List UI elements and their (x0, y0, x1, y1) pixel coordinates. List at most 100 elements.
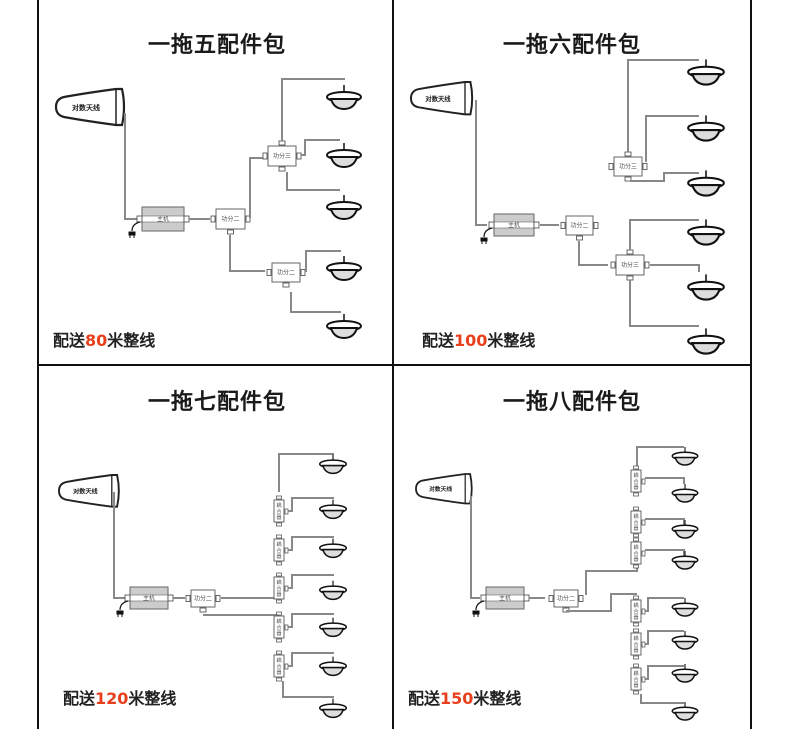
power-plug-icon (116, 610, 124, 617)
splitter-body (615, 254, 645, 276)
splitter-label: 功分二 (557, 595, 575, 603)
antenna-dome (690, 233, 722, 246)
antenna-dome (690, 342, 722, 355)
panel-one-to-eight: 一拖八配件包 对数天线主机功分二耦合器耦合器耦合器耦合器耦合器耦合器 配送150… (394, 366, 750, 730)
cable-note: 配送100米整线 (422, 327, 535, 351)
panel-one-to-five: 一拖五配件包 对数天线主机功分二功分三功分二 配送80米整线 (39, 0, 395, 364)
ceiling-antenna (671, 484, 699, 503)
coupler: 耦合器 (630, 506, 646, 538)
cable-length: 80 (85, 331, 108, 350)
cable-note: 配送150米整线 (408, 685, 521, 709)
panel-one-to-six: 一拖六配件包 对数天线主机功分二功分三功分三 配送100米整线 (394, 0, 750, 364)
ceiling-antenna (671, 598, 699, 617)
ceiling-antenna (318, 538, 348, 559)
connector (593, 222, 599, 229)
coax-cable (288, 574, 334, 589)
antenna-dome (690, 73, 722, 86)
cable-suffix: 米整线 (473, 689, 522, 708)
power-cord (475, 600, 485, 611)
coupler-label-char: 合 (633, 550, 638, 557)
ceiling-antenna (318, 698, 348, 719)
wiring-diagram: 对数天线主机功分二功分三功分二 (54, 78, 362, 340)
connector (136, 215, 143, 223)
coupler-label-char: 合 (276, 547, 281, 554)
antenna-dome (329, 327, 359, 340)
coax-cable (585, 562, 638, 595)
coax-cable (475, 100, 487, 226)
coax-cable (113, 492, 126, 599)
antenna-dome (321, 666, 345, 677)
ceiling-antenna (318, 454, 348, 475)
coax-cable (645, 115, 699, 162)
cable-suffix: 米整线 (487, 331, 536, 350)
coax-cable (645, 597, 684, 612)
connector (276, 611, 282, 616)
coupler-body (630, 632, 642, 656)
coupler-body (630, 667, 642, 691)
connector (296, 152, 302, 160)
cable-note: 配送80米整线 (53, 327, 155, 351)
coupler-label-char: 器 (276, 515, 281, 521)
coax-cable (288, 497, 334, 512)
coupler: 耦合器 (273, 611, 289, 643)
connector (284, 624, 289, 631)
connector (633, 628, 639, 633)
coax-cable (288, 613, 334, 628)
splitter-body (190, 589, 216, 608)
connector (633, 622, 639, 627)
wiring-diagram: 对数天线主机功分二耦合器耦合器耦合器耦合器耦合器耦合器 (415, 446, 699, 721)
antenna-dome (329, 269, 359, 282)
coax-cable (645, 665, 684, 680)
cable-length: 150 (440, 689, 474, 708)
connector (644, 261, 650, 269)
coax-cable (282, 681, 334, 698)
coupler-body (630, 599, 642, 623)
splitter-label: 功分二 (570, 222, 588, 230)
connector (641, 676, 646, 683)
connector (523, 594, 530, 602)
connector (284, 663, 289, 670)
coax-cable (290, 292, 341, 313)
ceiling-antenna (671, 631, 699, 650)
coax-cable (636, 446, 684, 470)
power-splitter: 功分二 (548, 589, 584, 613)
coupler-label-char: 合 (633, 478, 638, 485)
connector (262, 152, 268, 160)
antenna-dome (329, 98, 359, 111)
coupler-body (630, 541, 642, 565)
splitter-label: 功分三 (273, 152, 291, 160)
antenna-dome (674, 493, 696, 503)
connector (276, 677, 282, 682)
coax-cable (578, 241, 608, 266)
log-periodic-antenna: 对数天线 (410, 81, 474, 116)
coupler-label-char: 合 (633, 519, 638, 526)
coax-cable (645, 518, 685, 525)
coax-cable (281, 78, 345, 141)
ceiling-antenna (326, 256, 362, 282)
coax-cable (286, 172, 340, 191)
power-splitter: 功分二 (266, 262, 306, 288)
cable-suffix: 米整线 (107, 331, 156, 350)
wiring-diagram: 对数天线主机功分二功分三功分三 (410, 59, 725, 355)
log-periodic-antenna: 对数天线 (54, 87, 126, 127)
power-splitter: 功分二 (210, 208, 251, 235)
connector (533, 221, 540, 229)
coupler-label-char: 器 (276, 554, 281, 560)
connector (624, 176, 632, 182)
cable-prefix: 配送 (53, 331, 86, 350)
ceiling-antenna (687, 59, 725, 86)
ceiling-antenna (671, 702, 699, 721)
antenna-body (410, 81, 474, 116)
antenna-dome (321, 708, 345, 719)
coupler-body (273, 615, 285, 639)
cable-note: 配送120米整线 (63, 685, 176, 709)
ceiling-antenna (687, 219, 725, 246)
coupler-label-char: 器 (633, 526, 638, 532)
connector (284, 508, 289, 515)
connector (641, 550, 646, 557)
coupler-label-char: 合 (633, 676, 638, 683)
connector (633, 655, 639, 660)
coupler-label-char: 合 (276, 508, 281, 515)
coupler: 耦合器 (630, 465, 646, 497)
coax-cable (629, 219, 699, 250)
